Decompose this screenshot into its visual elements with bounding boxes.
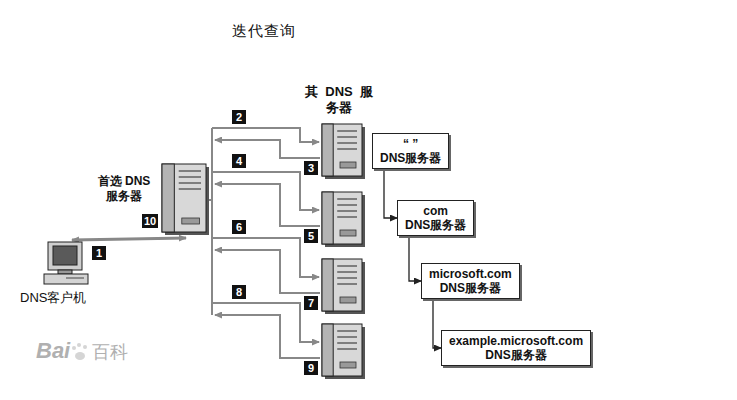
callout-number: 8 (232, 285, 246, 299)
query-arrow (212, 303, 319, 342)
connector (409, 236, 421, 281)
tower-side (322, 324, 333, 376)
paw-toe (83, 345, 87, 349)
tower-vent (340, 230, 356, 236)
drive-slot (179, 176, 201, 177)
tower-body (162, 164, 206, 232)
drive-slot (337, 198, 357, 199)
connector (72, 238, 186, 240)
server-kind: DNS服务器 (429, 281, 512, 295)
reply-arrow (215, 184, 320, 226)
server-kind: DNS服务器 (405, 218, 466, 232)
tower-vent (340, 297, 356, 303)
computer-icon (42, 240, 90, 286)
tower-side (322, 192, 333, 244)
tower-vent (182, 218, 200, 224)
callout-number: 5 (304, 229, 318, 243)
tower-side (322, 124, 333, 176)
server-kind: DNS服务器 (449, 348, 583, 362)
drive-slot (337, 148, 357, 149)
server-label-text: 首选 DNS 服务器 (92, 174, 156, 204)
server-zone-name: microsoft.com (429, 267, 512, 281)
reply-arrow (215, 315, 320, 358)
callout-number: 4 (232, 154, 246, 168)
server-zone-name: “ ” (380, 137, 441, 151)
drive-slot (337, 136, 357, 137)
drive-slot (337, 271, 357, 272)
monitor (48, 242, 82, 270)
tower-body (322, 324, 362, 376)
server-tower (322, 192, 365, 247)
server-tower (322, 259, 365, 314)
callout-number: 10 (142, 214, 158, 228)
drive-slot (337, 348, 357, 349)
disk-slot (66, 278, 84, 279)
callout-number: 7 (304, 296, 318, 310)
paw-pad (75, 352, 85, 360)
server-tower (322, 324, 365, 379)
server-kind: DNS服务器 (380, 151, 441, 165)
connector (384, 169, 397, 218)
drive-slot (179, 188, 201, 189)
tower-vent (340, 362, 356, 368)
paw-toe (72, 346, 76, 350)
dns-server-box: “ ”DNS服务器 (372, 133, 449, 169)
callout-number: 9 (304, 361, 318, 375)
server-zone-name: com (405, 204, 466, 218)
server-icon (160, 162, 212, 238)
drive-slot (337, 142, 357, 143)
group-label: 其 DNS 服务器 (304, 84, 374, 116)
reply-arrow (215, 250, 320, 293)
watermark: 百科 (92, 340, 128, 364)
tower-vent (340, 162, 356, 168)
diagram-title: 迭代查询 (232, 22, 296, 41)
tower-body (322, 259, 362, 311)
callout-number: 2 (232, 110, 246, 124)
drive-slot (337, 265, 357, 266)
server-zone-name: example.microsoft.com (449, 334, 583, 348)
watermark-paw (72, 343, 87, 360)
tower-body (322, 192, 362, 244)
tower-side (162, 164, 174, 232)
query-arrow (212, 172, 319, 210)
drive-slot (179, 182, 201, 183)
pc-base (44, 274, 88, 284)
dns-server-box: comDNS服务器 (397, 200, 474, 236)
monitor-stand (58, 270, 72, 274)
dns-client: DNS客户机 (20, 240, 90, 307)
drive-slot (337, 210, 357, 211)
drive-slot (337, 130, 357, 131)
drive-slot (337, 204, 357, 205)
drive-slot (337, 342, 357, 343)
screen (53, 246, 77, 265)
client-label: DNS客户机 (20, 289, 90, 307)
callout-number: 6 (232, 220, 246, 234)
server-tower (322, 124, 365, 179)
connector (433, 299, 441, 348)
bracket-line (211, 128, 213, 315)
drive-slot (337, 330, 357, 331)
drive-slot (337, 277, 357, 278)
server-tower (162, 164, 209, 235)
dns-server-box: example.microsoft.comDNS服务器 (441, 330, 591, 366)
watermark: Bai (36, 338, 70, 364)
callout-number: 1 (92, 246, 106, 260)
tower-body (322, 124, 362, 176)
drive-slot (179, 170, 201, 171)
drive-slot (337, 216, 357, 217)
paw-toe (77, 343, 81, 347)
callout-number: 3 (304, 161, 318, 175)
drive-slot (337, 283, 357, 284)
query-arrow (212, 238, 319, 277)
tower-side (322, 259, 333, 311)
dns-server-box: microsoft.comDNS服务器 (421, 263, 520, 299)
server-label: 首选 DNS 服务器 (92, 162, 156, 204)
reply-arrow (215, 140, 320, 158)
drive-slot (337, 336, 357, 337)
